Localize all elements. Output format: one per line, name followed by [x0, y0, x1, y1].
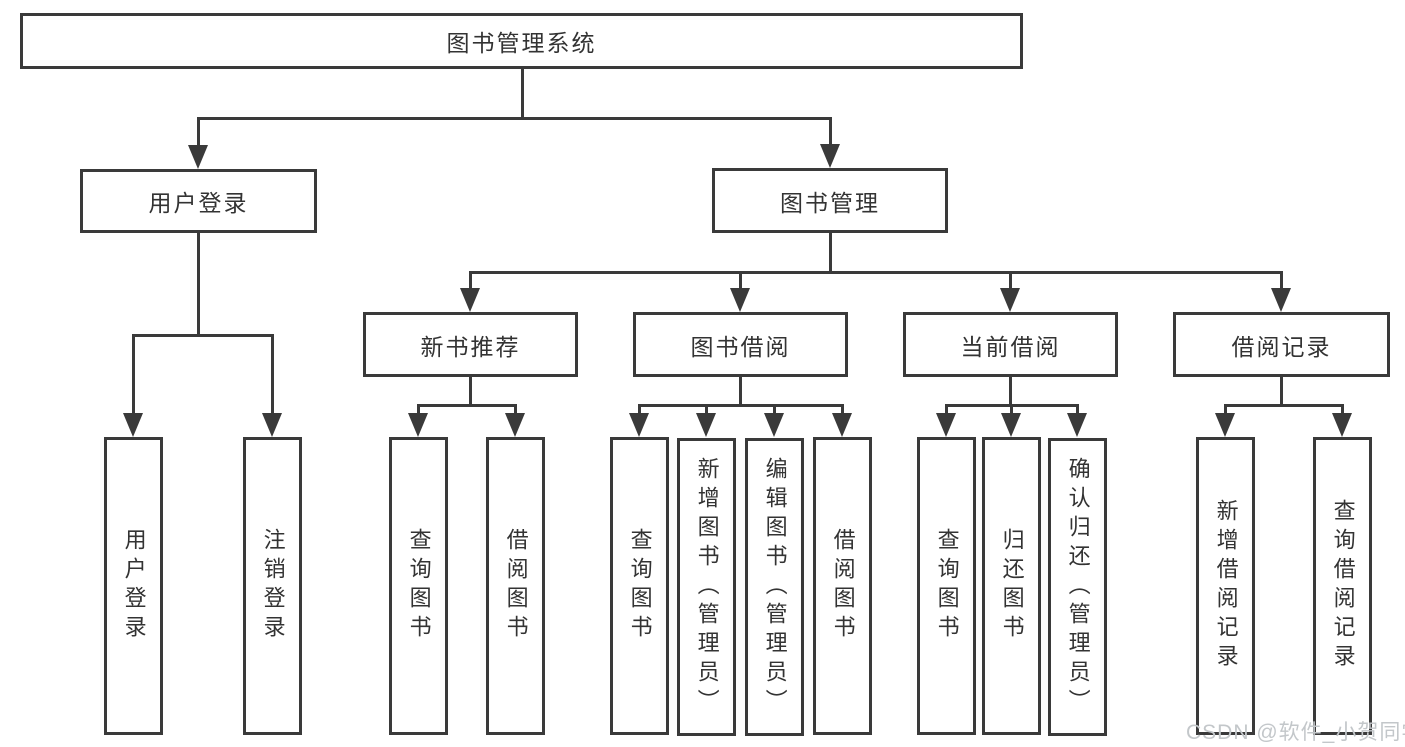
connector-arrow-down — [832, 413, 852, 437]
leaf-return-book: 归还图书 — [982, 437, 1041, 735]
connector-vline — [271, 336, 274, 416]
leaf-logout: 注销登录 — [243, 437, 302, 735]
node-user-login: 用户登录 — [80, 169, 317, 233]
connector-vline — [841, 406, 844, 416]
leaf-edit-book-admin: 编辑图书（管理员） — [745, 438, 804, 736]
connector-vline — [739, 376, 742, 407]
connector-vline — [521, 68, 524, 120]
node-label: 图书借阅 — [690, 333, 791, 360]
connector-arrow-down — [730, 288, 750, 312]
connector-vline — [417, 406, 420, 416]
connector-vline — [197, 118, 200, 148]
leaf-current-query-book: 查询图书 — [917, 437, 976, 735]
connector-arrow-down — [1271, 288, 1291, 312]
leaf-user-login: 用户登录 — [104, 437, 163, 735]
connector-vline — [829, 232, 832, 273]
node-label: 归还图书 — [999, 528, 1025, 644]
leaf-borrow-query-book: 查询图书 — [610, 437, 669, 735]
connector-arrow-down — [820, 144, 840, 168]
node-label: 图书管理 — [780, 189, 880, 216]
connector-arrow-down — [460, 288, 480, 312]
node-label: 新书推荐 — [420, 333, 521, 360]
node-label: 用户登录 — [121, 528, 147, 644]
leaf-recommend-query-book: 查询图书 — [389, 437, 448, 735]
connector-hline — [197, 117, 832, 120]
csdn-watermark: CSDN @软件_小贺同学 — [1186, 721, 1405, 744]
node-label: 确认归还（管理员） — [1065, 456, 1091, 718]
node-label: 借阅记录 — [1231, 333, 1332, 360]
leaf-recommend-borrow-book: 借阅图书 — [486, 437, 545, 735]
node-book-borrow: 图书借阅 — [633, 312, 848, 377]
node-label: 查询图书 — [627, 528, 653, 644]
connector-hline — [1224, 404, 1344, 407]
node-label: 查询图书 — [406, 528, 432, 644]
node-current-borrow: 当前借阅 — [903, 312, 1118, 377]
node-label: 查询借阅记录 — [1330, 499, 1356, 673]
connector-vline — [1280, 376, 1283, 407]
node-new-book-recommend: 新书推荐 — [363, 312, 578, 377]
connector-hline — [638, 404, 844, 407]
connector-vline — [945, 406, 948, 416]
connector-hline — [132, 334, 274, 337]
connector-vline — [197, 232, 200, 336]
connector-vline — [1009, 376, 1012, 407]
connector-vline — [829, 118, 832, 147]
node-label: 编辑图书（管理员） — [762, 456, 788, 718]
connector-arrow-down — [262, 413, 282, 437]
connector-vline — [739, 272, 742, 290]
connector-arrow-down — [764, 413, 784, 437]
connector-vline — [1224, 406, 1227, 416]
connector-arrow-down — [188, 145, 208, 169]
connector-arrow-down — [1067, 413, 1087, 437]
connector-vline — [638, 406, 641, 416]
node-label: 新增图书（管理员） — [694, 456, 720, 718]
node-book-management: 图书管理 — [712, 168, 948, 233]
connector-vline — [1076, 406, 1079, 416]
connector-vline — [1341, 406, 1344, 416]
connector-arrow-down — [1332, 413, 1352, 437]
connector-vline — [514, 406, 517, 416]
node-label: 用户登录 — [148, 190, 249, 216]
node-label: 借阅图书 — [830, 528, 856, 644]
connector-arrow-down — [696, 413, 716, 437]
connector-arrow-down — [408, 413, 428, 437]
node-library-system-root: 图书管理系统 — [20, 13, 1023, 69]
leaf-borrow-book: 借阅图书 — [813, 437, 872, 735]
connector-vline — [469, 376, 472, 407]
connector-arrow-down — [629, 413, 649, 437]
leaf-add-book-admin: 新增图书（管理员） — [677, 438, 736, 736]
leaf-add-borrow-record: 新增借阅记录 — [1196, 437, 1255, 735]
node-label: 新增借阅记录 — [1213, 499, 1239, 673]
connector-hline — [945, 404, 1079, 407]
connector-vline — [1009, 272, 1012, 290]
connector-vline — [705, 406, 708, 416]
connector-vline — [773, 406, 776, 416]
connector-vline — [1010, 406, 1013, 416]
connector-arrow-down — [1001, 413, 1021, 437]
node-borrow-record: 借阅记录 — [1173, 312, 1390, 377]
connector-arrow-down — [505, 413, 525, 437]
connector-arrow-down — [936, 413, 956, 437]
connector-arrow-down — [1215, 413, 1235, 437]
connector-vline — [132, 336, 135, 416]
connector-arrow-down — [123, 413, 143, 437]
node-label: 当前借阅 — [960, 333, 1061, 360]
connector-vline — [469, 272, 472, 290]
connector-vline — [1280, 272, 1283, 290]
node-label: 查询图书 — [934, 528, 960, 644]
leaf-confirm-return-admin: 确认归还（管理员） — [1048, 438, 1107, 736]
node-label: 注销登录 — [260, 528, 286, 644]
leaf-query-borrow-record: 查询借阅记录 — [1313, 437, 1372, 735]
connector-hline — [417, 404, 517, 407]
node-label: 借阅图书 — [503, 528, 529, 644]
node-label: 图书管理系统 — [446, 30, 597, 56]
connector-arrow-down — [1000, 288, 1020, 312]
connector-hline — [469, 271, 1283, 274]
